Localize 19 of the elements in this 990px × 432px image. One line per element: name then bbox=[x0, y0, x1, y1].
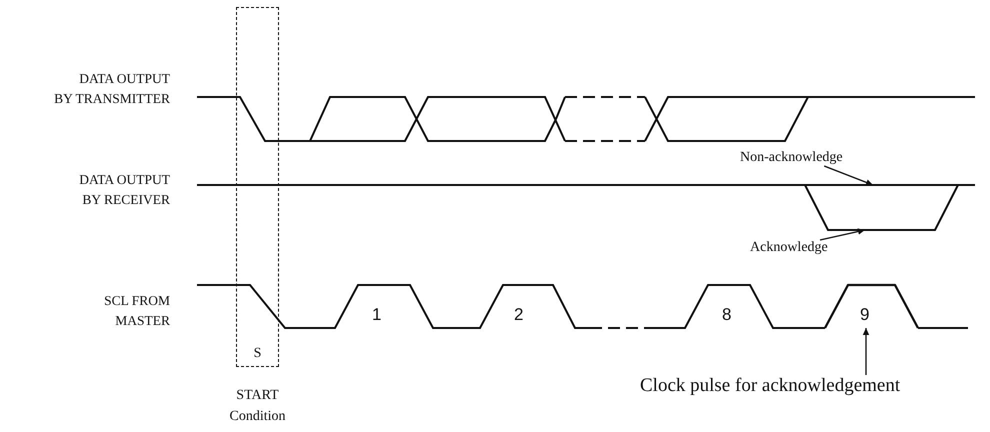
clock-pulse bbox=[824, 284, 920, 329]
signal-name: DATA OUTPUT BY TRANSMITTER bbox=[53, 70, 170, 108]
leader-arrow bbox=[862, 328, 870, 375]
signal-name: DATA OUTPUT BY RECEIVER bbox=[78, 171, 170, 209]
condition-caption: START Condition bbox=[228, 387, 286, 426]
annotation-text: Non-acknowledge bbox=[740, 150, 843, 166]
annotation-text: Clock pulse for acknowledgement bbox=[640, 375, 900, 397]
acknowledge-low-pulse bbox=[804, 184, 959, 231]
start-marker-text: S bbox=[252, 346, 262, 362]
clock-pulse-number: 1 bbox=[372, 305, 382, 325]
clock-pulse-number: 9 bbox=[860, 305, 870, 325]
leader-arrow bbox=[824, 165, 874, 186]
signal-level-line bbox=[197, 184, 975, 186]
clock-pulse-number: 8 bbox=[722, 305, 732, 325]
signal-name: SCL FROM MASTER bbox=[103, 292, 170, 330]
start-condition-box bbox=[236, 7, 279, 367]
clock-pulse-number: 2 bbox=[514, 305, 524, 325]
leader-arrow bbox=[820, 228, 866, 241]
annotation-text: Acknowledge bbox=[750, 240, 828, 256]
